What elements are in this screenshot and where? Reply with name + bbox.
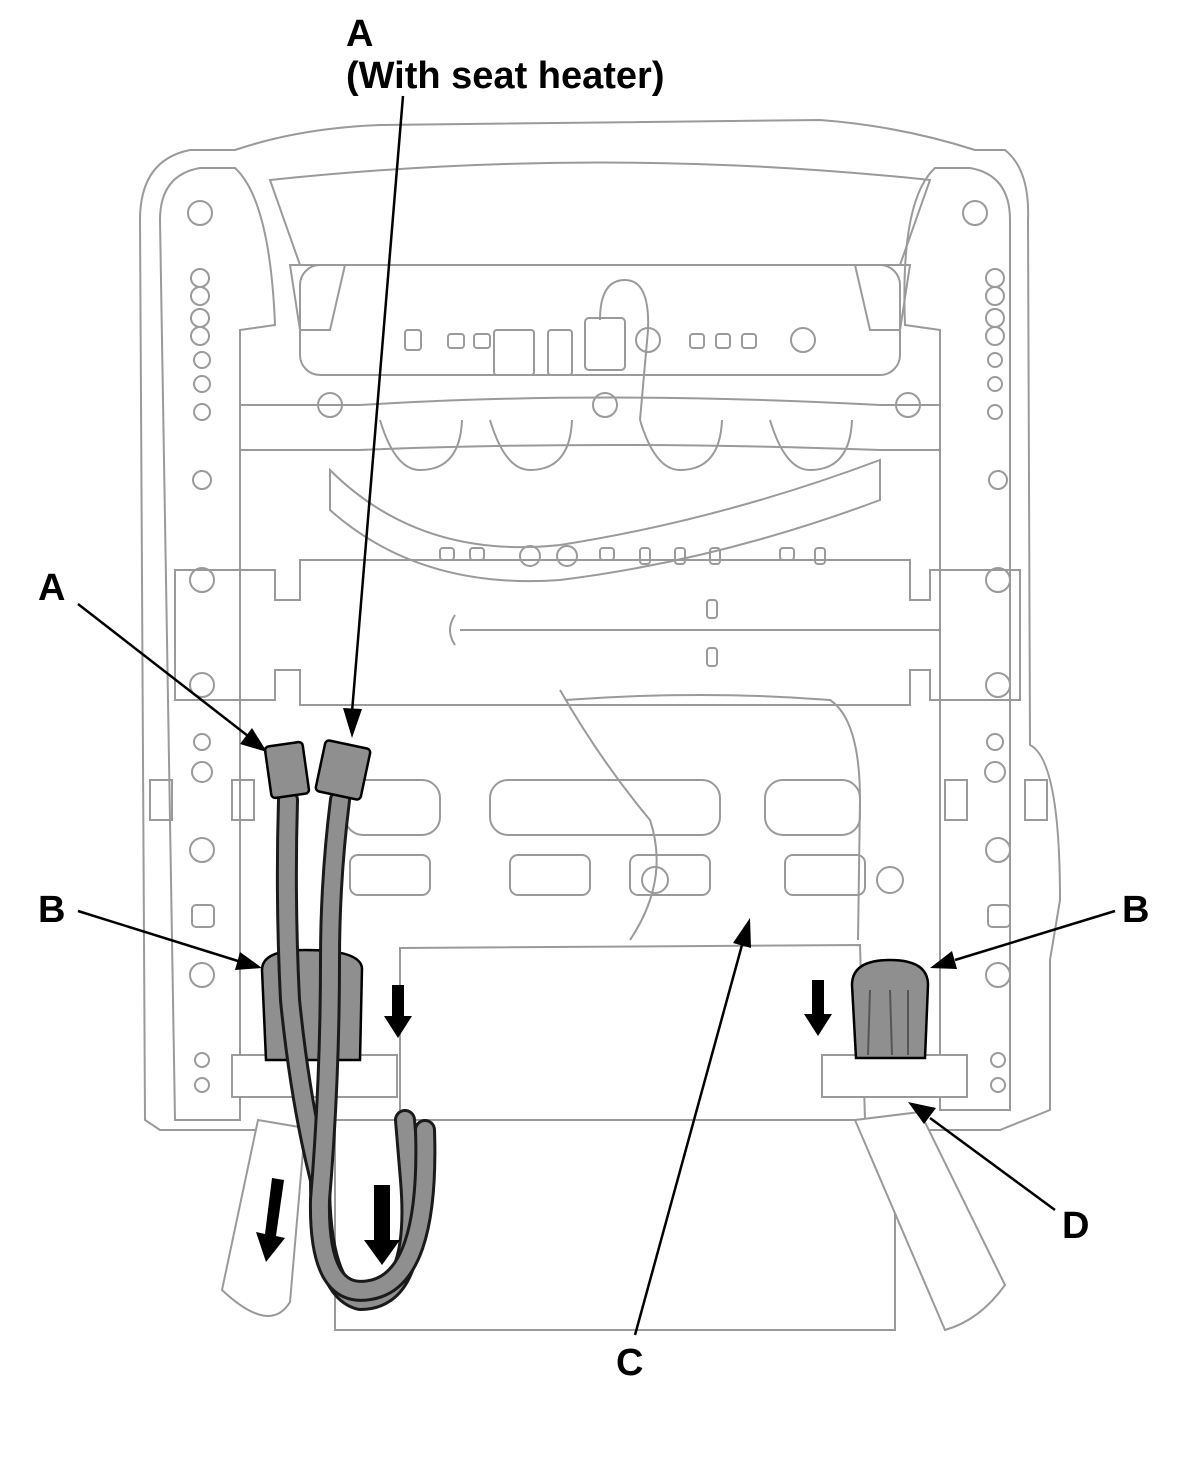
leader-lines xyxy=(77,95,1116,1336)
connector-left xyxy=(263,740,311,800)
leader-a-left xyxy=(77,603,249,737)
arrow-down-1 xyxy=(384,985,412,1038)
lower-springs xyxy=(344,689,904,941)
connector-heater xyxy=(314,739,372,801)
upper-frame xyxy=(239,161,941,451)
leader-d xyxy=(929,1116,1056,1212)
callout-a-top: A xyxy=(346,13,373,55)
grommet-left xyxy=(260,948,364,1062)
wire-harness xyxy=(275,789,437,1311)
arrow-down-4 xyxy=(256,1178,285,1262)
leader-a-top xyxy=(350,95,405,713)
arrow-down-3 xyxy=(364,1185,400,1265)
grommet-right xyxy=(850,958,930,1060)
callout-b-right: B xyxy=(1122,889,1149,931)
callout-a-left: A xyxy=(38,567,65,609)
seat-cover xyxy=(220,943,1007,1332)
callout-d: D xyxy=(1062,1205,1089,1247)
lateral-crossbar xyxy=(174,559,1021,706)
seat-back-frame xyxy=(138,118,1062,1131)
callout-c: C xyxy=(616,1342,643,1384)
leader-b-right xyxy=(954,909,1116,962)
leader-c xyxy=(633,944,744,1336)
leader-b-left xyxy=(77,909,239,963)
direction-arrows xyxy=(256,980,832,1265)
arrow-down-2 xyxy=(804,980,832,1036)
callout-b-left: B xyxy=(38,889,65,931)
callout-a-top-note: (With seat heater) xyxy=(346,55,665,97)
